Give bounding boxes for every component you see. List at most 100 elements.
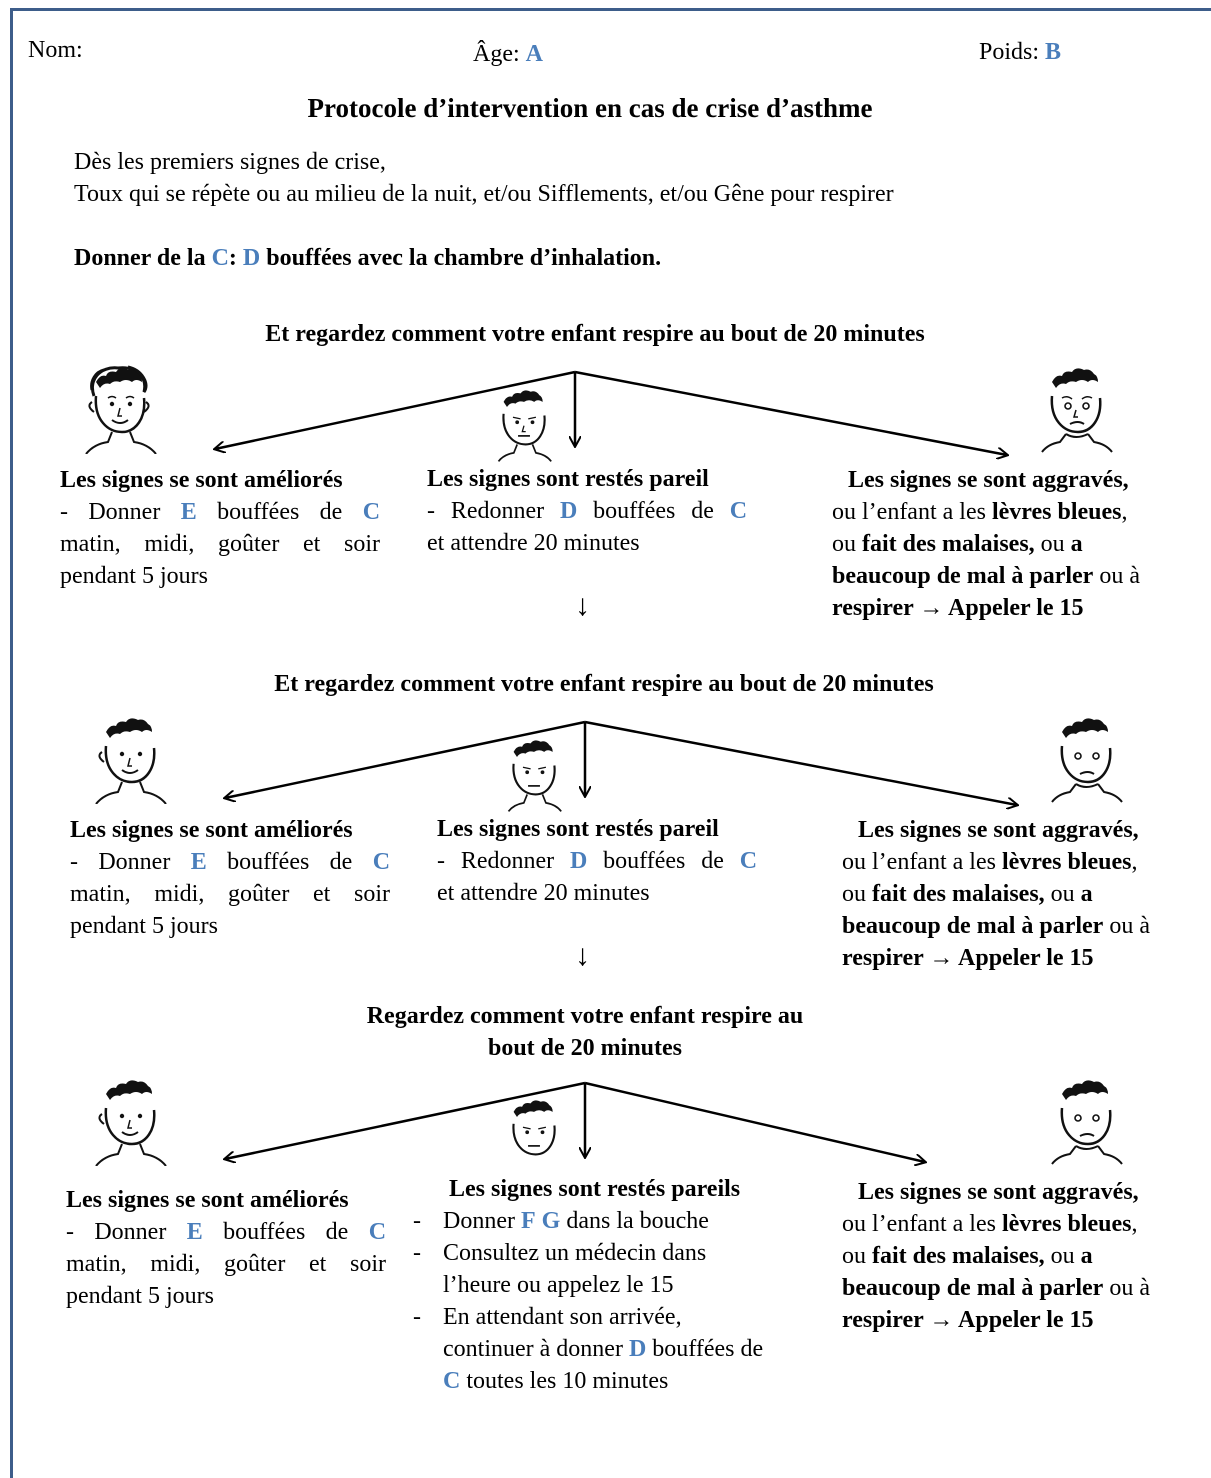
text: bouffées de [652, 1336, 764, 1362]
text: l’heure ou appelez le 15 [443, 1272, 674, 1298]
text: beaucoup de mal à parler [842, 913, 1104, 939]
list-item: Consultez un médecin dans l’heure ou app… [413, 1237, 813, 1301]
step3-action-list: Donner F G dans la bouche Consultez un m… [413, 1205, 813, 1397]
var-e: E [186, 1219, 203, 1245]
same-line-1: - Redonner D bouffées de C [437, 845, 757, 877]
text: bouffées de [603, 848, 724, 874]
text: Consultez un médecin dans [443, 1240, 707, 1266]
improved-line-1: - Donner E bouffées de C [60, 496, 380, 528]
poids-field: Poids: B [979, 36, 1061, 68]
text: bouffées de [217, 499, 343, 525]
intro-line-2: Toux qui se répète ou au milieu de la nu… [74, 181, 894, 207]
dose-prefix: Donner de la [74, 245, 206, 271]
text: bouffées de [223, 1219, 349, 1245]
text: ou l’enfant a les [832, 499, 986, 525]
text: respirer [832, 595, 914, 621]
text: , [1131, 1211, 1138, 1237]
text: continuer à donner D bouffées de [443, 1333, 813, 1365]
neutral-child-face-icon [507, 740, 562, 812]
text: - Redonner [437, 848, 555, 874]
step1-same-column: Les signes sont restés pareil - Redonner… [427, 463, 747, 559]
var-c: C [368, 1219, 387, 1245]
poids-label: Poids: [979, 39, 1040, 65]
worse-line-3: ou fait des malaises, ou a [842, 1240, 1187, 1272]
var-c: C [729, 498, 748, 524]
same-line-1: - Redonner D bouffées de C [427, 495, 747, 527]
text: , [1121, 499, 1128, 525]
dose-drug: C [211, 245, 229, 271]
age-field: Âge: A [473, 38, 543, 70]
text: , [1131, 849, 1138, 875]
neutral-child-face-icon [512, 1100, 556, 1156]
var-c: C [739, 848, 758, 874]
arrow-3-left [225, 1081, 586, 1159]
step2-worse-column: Les signes se sont aggravés, ou l’enfant… [842, 814, 1187, 974]
text: ou à [1099, 563, 1140, 589]
text: Appeler le 15 [958, 1307, 1094, 1333]
text: beaucoup de mal à parler [832, 563, 1094, 589]
list-item: Donner F G dans la bouche [413, 1205, 813, 1237]
var-g: G [541, 1208, 561, 1234]
same-title: Les signes sont restés pareil [437, 816, 719, 842]
worried-child-face-icon [1051, 718, 1123, 803]
improved-line-3: pendant 5 jours [60, 563, 208, 589]
worse-line-5: respirer → Appeler le 15 [842, 942, 1187, 974]
happy-child-face-icon [85, 365, 157, 454]
right-arrow-icon: → [929, 1307, 954, 1333]
list-item: En attendant son arrivée, continuer à do… [413, 1301, 813, 1397]
page-title: Protocole d’intervention en cas de crise… [307, 93, 873, 123]
step2-improved-column: Les signes se sont améliorés - Donner E … [70, 814, 390, 942]
improved-line-2: matin, midi, goûter et soir [60, 531, 380, 557]
arrow-3-right [584, 1081, 925, 1162]
text: - Redonner [427, 498, 545, 524]
step1-worse-column: Les signes se sont aggravés, ou l’enfant… [832, 464, 1177, 624]
text: respirer [842, 1307, 924, 1333]
step2-heading: Et regardez comment votre enfant respire… [274, 671, 934, 697]
worse-line-3: ou fait des malaises, ou a [842, 878, 1187, 910]
dose-count: D [242, 245, 261, 271]
dose-sep: : [228, 245, 237, 271]
text: - Donner [66, 1219, 167, 1245]
text: a [1080, 1243, 1093, 1269]
text: Appeler le 15 [958, 945, 1094, 971]
text: ou à [1109, 1275, 1150, 1301]
worse-line-5: respirer → Appeler le 15 [842, 1304, 1187, 1336]
text: - Donner [60, 499, 161, 525]
text: a [1070, 531, 1083, 557]
text: C toutes les 10 minutes [443, 1365, 813, 1397]
text: fait des malaises, [862, 531, 1035, 557]
initial-dose: Donner de la C: D bouffées avec la chamb… [74, 242, 661, 274]
happy-child-face-icon [95, 1080, 167, 1166]
text: ou [842, 881, 866, 907]
worse-line-2: ou l’enfant a les lèvres bleues, [842, 846, 1187, 878]
worse-title: Les signes se sont aggravés, [858, 1179, 1139, 1205]
text: dans la bouche [566, 1208, 709, 1234]
worse-line-2: ou l’enfant a les lèvres bleues, [832, 496, 1177, 528]
step1-heading: Et regardez comment votre enfant respire… [265, 321, 925, 347]
same-line-2: et attendre 20 minutes [427, 530, 640, 556]
neutral-child-face-icon [497, 390, 552, 462]
worried-child-face-icon [1041, 368, 1113, 453]
right-arrow-icon: → [919, 595, 944, 621]
dose-suffix: bouffées avec la chambre d’inhalation. [266, 245, 662, 271]
worse-line-4: beaucoup de mal à parler ou à [832, 560, 1177, 592]
step3-heading-line-1: Regardez comment votre enfant respire au [366, 1003, 804, 1029]
text: ou [1050, 1243, 1075, 1269]
worse-line-3: ou fait des malaises, ou a [832, 528, 1177, 560]
step3-worse-column: Les signes se sont aggravés, ou l’enfant… [842, 1176, 1187, 1336]
text: fait des malaises, [872, 1243, 1045, 1269]
worse-title: Les signes se sont aggravés, [848, 467, 1129, 493]
arrow-1-right [574, 370, 1007, 455]
worse-line-2: ou l’enfant a les lèvres bleues, [842, 1208, 1187, 1240]
text: a [1080, 881, 1093, 907]
down-arrow-icon: ↓ [575, 589, 590, 622]
step2-same-column: Les signes sont restés pareil - Redonner… [437, 813, 757, 909]
text: bouffées de [593, 498, 714, 524]
var-d: D [559, 498, 578, 524]
var-e: E [180, 499, 197, 525]
down-arrow-icon: ↓ [575, 939, 590, 972]
text: En attendant son arrivée, [443, 1304, 682, 1330]
page-frame [10, 8, 1211, 1478]
improved-line-2: matin, midi, goûter et soir [70, 881, 390, 907]
